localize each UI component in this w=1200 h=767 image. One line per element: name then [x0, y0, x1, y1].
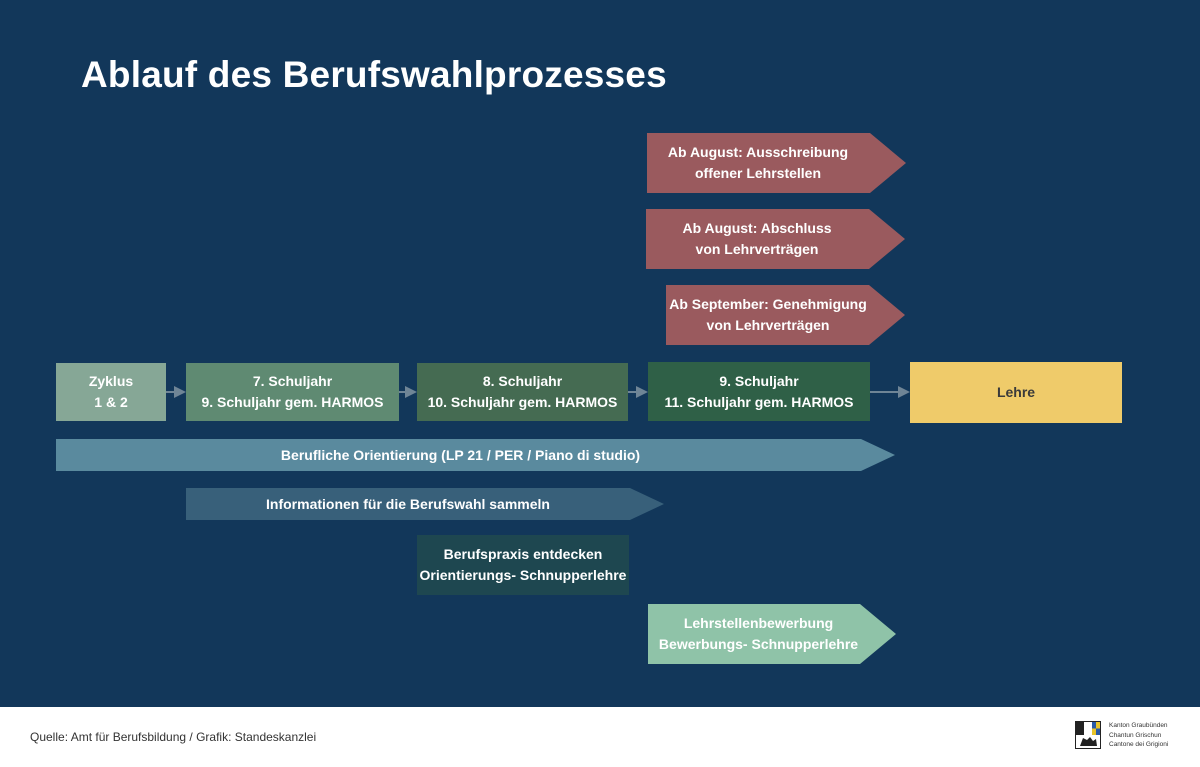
connector-3-head	[636, 386, 648, 398]
stage-8-line2: 10. Schuljahr gem. HARMOS	[427, 394, 618, 410]
canton-logo: Kanton Graubünden Chantun Grischun Canto…	[1075, 721, 1168, 750]
arrow-genehmigung-line2: von Lehrverträgen	[706, 317, 830, 333]
arrow-abschluss-line1: Ab August: Abschluss	[682, 220, 832, 236]
diagram-area: Ablauf des Berufswahlprozesses Ab August…	[0, 0, 1200, 707]
arrow-ausschreibung-line2: offener Lehrstellen	[694, 165, 822, 181]
stage-9-line1: 9. Schuljahr	[719, 372, 799, 389]
bewerbung-line1: Lehrstellenbewerbung	[683, 615, 834, 631]
logo-text: Kanton Graubünden Chantun Grischun Canto…	[1109, 721, 1168, 750]
arrow-genehmigung-line1: Ab September: Genehmigung	[669, 296, 867, 312]
logo-line-3: Cantone dei Grigioni	[1109, 741, 1169, 748]
bar-informationen: Informationen für die Berufswahl sammeln	[186, 488, 664, 520]
berufspraxis-line2: Orientierungs- Schnupperlehre	[419, 567, 627, 583]
stage-8-schuljahr: 8. Schuljahr 10. Schuljahr gem. HARMOS	[417, 363, 628, 421]
arrow-lehrstellenbewerbung: Lehrstellenbewerbung Bewerbungs- Schnupp…	[648, 604, 896, 664]
logo-line-2: Chantun Grischun	[1109, 731, 1162, 739]
bewerbung-line2: Bewerbungs- Schnupperlehre	[658, 636, 859, 652]
coat-of-arms-icon	[1075, 721, 1101, 749]
stage-zyklus-line2: 1 & 2	[94, 394, 128, 410]
stage-9-schuljahr: 9. Schuljahr 11. Schuljahr gem. HARMOS	[648, 362, 870, 421]
stage-zyklus-line1: Zyklus	[88, 373, 134, 389]
bar-berufliche-orientierung: Berufliche Orientierung (LP 21 / PER / P…	[56, 439, 895, 471]
stage-7-line2: 9. Schuljahr gem. HARMOS	[201, 394, 384, 410]
footer: Quelle: Amt für Berufsbildung / Grafik: …	[0, 707, 1200, 767]
source-text: Quelle: Amt für Berufsbildung / Grafik: …	[30, 730, 317, 744]
berufspraxis-line1: Berufspraxis entdecken	[443, 546, 603, 562]
stage-lehre: Lehre	[910, 362, 1122, 423]
page-title: Ablauf des Berufswahlprozesses	[81, 54, 667, 95]
stage-7-schuljahr: 7. Schuljahr 9. Schuljahr gem. HARMOS	[186, 363, 399, 421]
arrow-genehmigung: Ab September: Genehmigung von Lehrverträ…	[666, 285, 905, 345]
logo-line-1: Kanton Graubünden	[1109, 722, 1168, 729]
bar-informationen-label: Informationen für die Berufswahl sammeln	[266, 495, 550, 512]
stage-connectors	[166, 386, 910, 398]
bar-orientierung-label: Berufliche Orientierung (LP 21 / PER / P…	[280, 446, 641, 463]
connector-2-head	[405, 386, 417, 398]
stage-9-line2: 11. Schuljahr gem. HARMOS	[664, 393, 854, 410]
stage-zyklus: Zyklus 1 & 2	[56, 363, 166, 421]
arrow-ausschreibung-line1: Ab August: Ausschreibung	[667, 144, 849, 160]
stage-lehre-label: Lehre	[996, 384, 1036, 400]
arrow-abschluss-line2: von Lehrverträgen	[695, 241, 819, 257]
stage-7-line1: 7. Schuljahr	[252, 373, 333, 389]
connector-1-head	[174, 386, 186, 398]
arrow-ausschreibung: Ab August: Ausschreibung offener Lehrste…	[647, 133, 906, 193]
stage-8-line1: 8. Schuljahr	[482, 373, 563, 389]
arrow-abschluss: Ab August: Abschluss von Lehrverträgen	[646, 209, 905, 269]
box-berufspraxis: Berufspraxis entdecken Orientierungs- Sc…	[417, 535, 629, 595]
connector-4-head	[898, 386, 910, 398]
